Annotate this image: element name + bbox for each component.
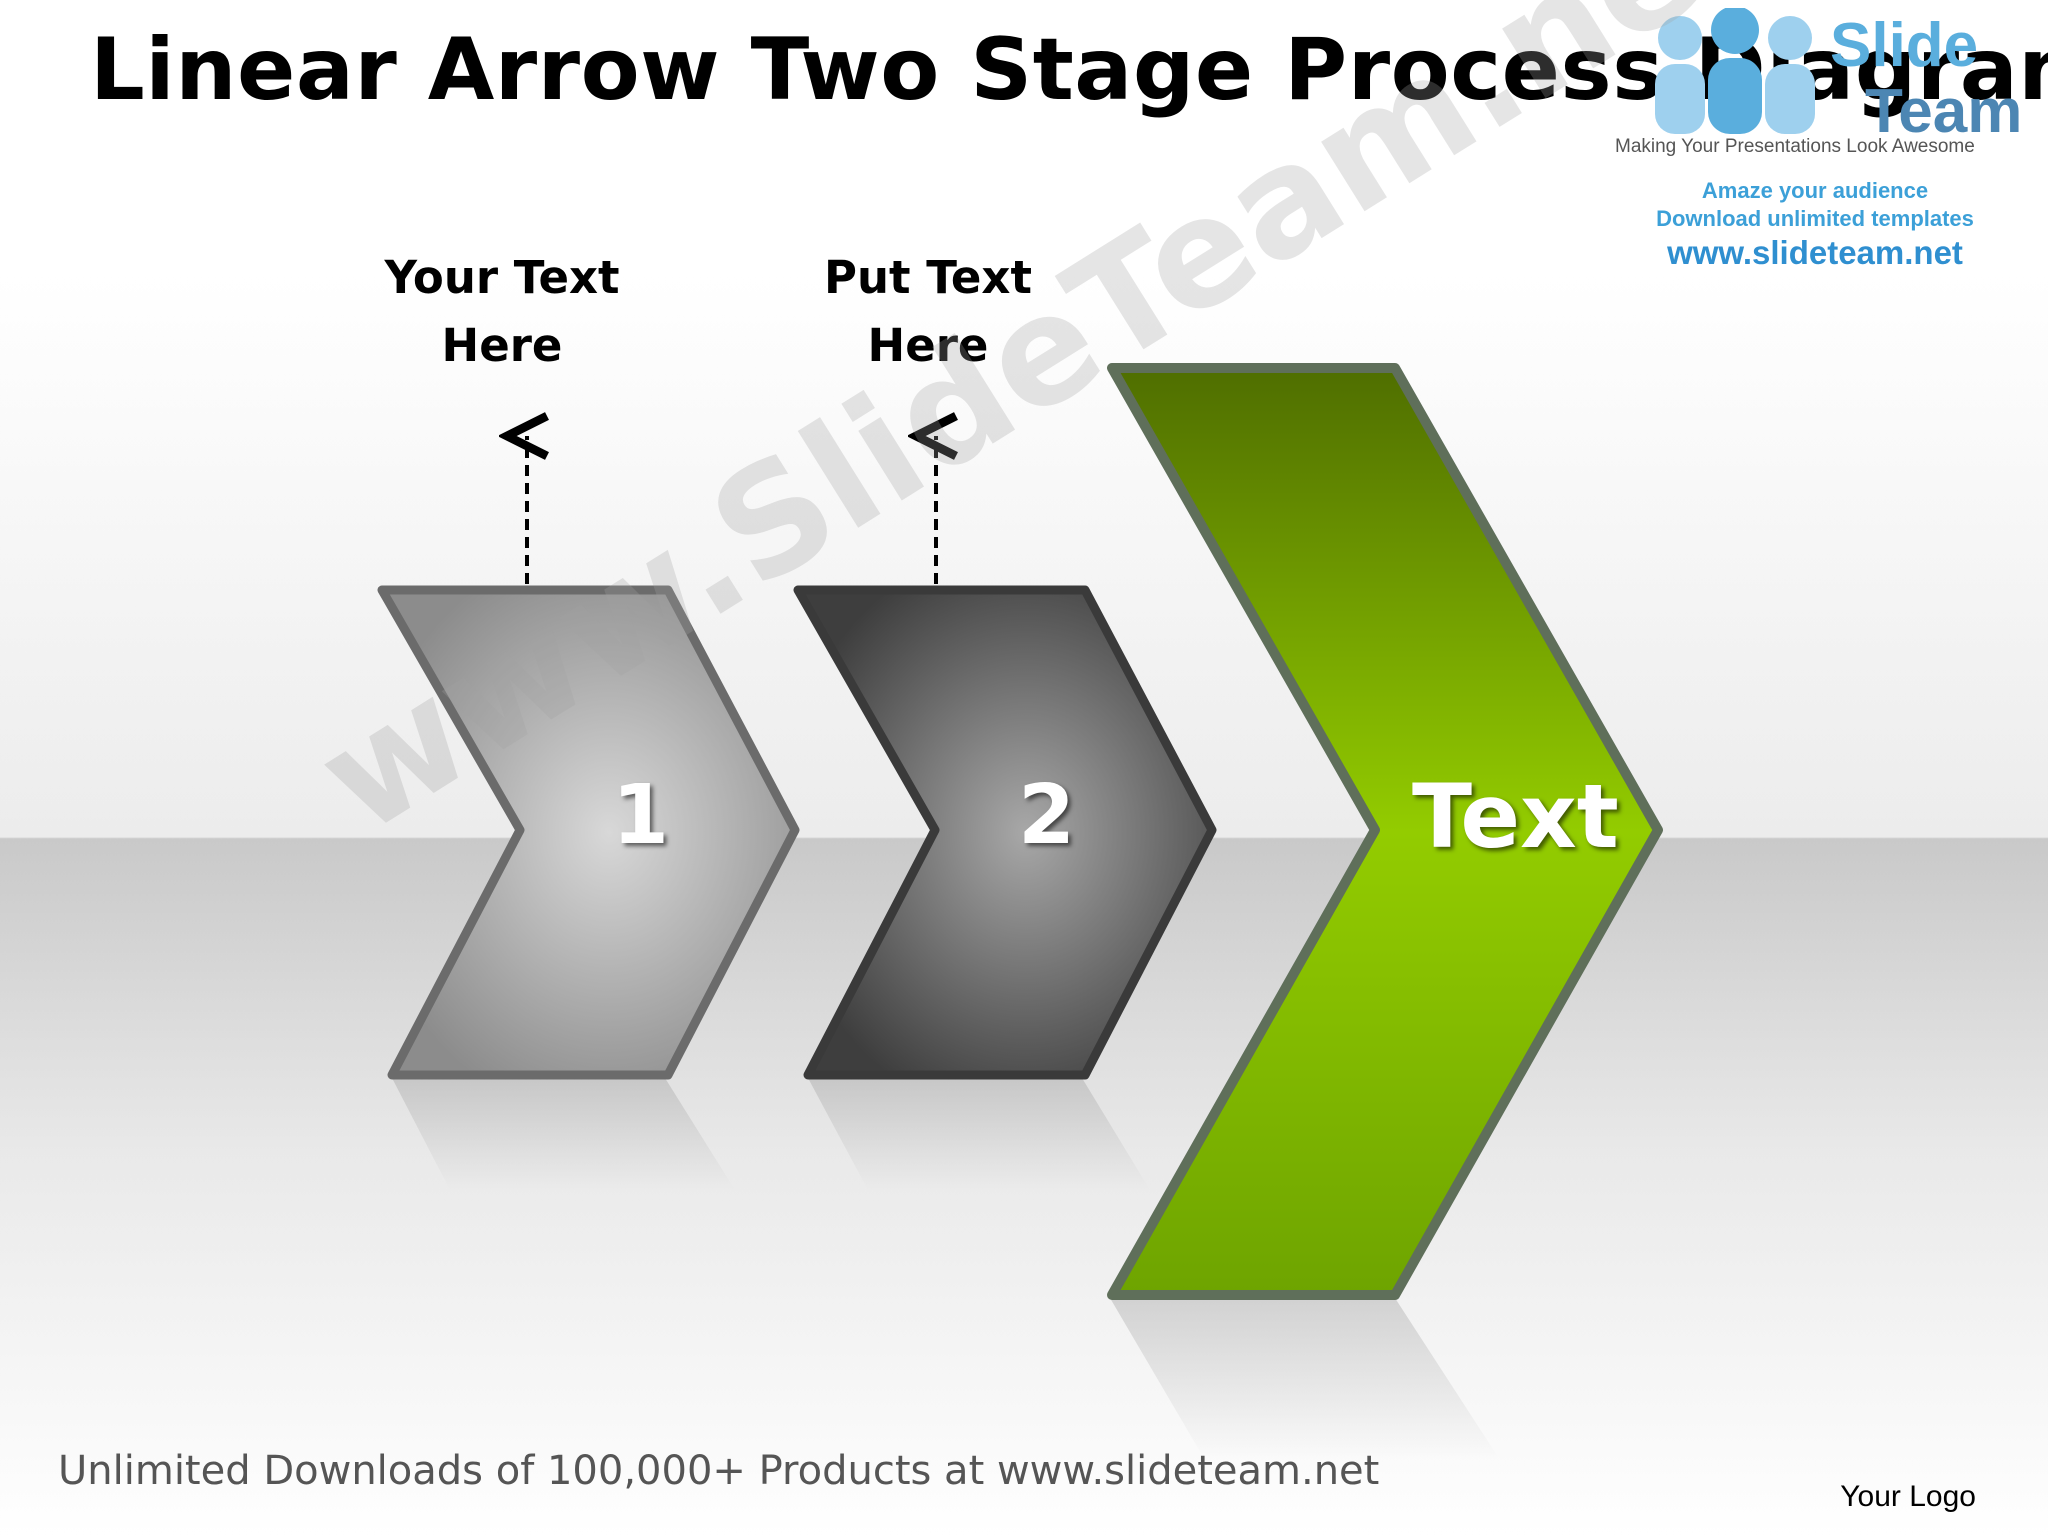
callout-stage-2[interactable]: Put Text Here bbox=[778, 244, 1078, 380]
brand-tagline: Making Your Presentations Look Awesome bbox=[1615, 136, 1975, 157]
stage-1-number: 1 bbox=[612, 768, 670, 863]
chevron-3-reflection bbox=[1110, 1298, 1500, 1460]
callout-2-line2: Here bbox=[867, 319, 989, 372]
chevron-stage-1 bbox=[377, 585, 800, 1080]
logo-placeholder: Your Logo bbox=[1840, 1480, 1976, 1513]
stage-2-number: 2 bbox=[1018, 768, 1076, 863]
chevron-stage-3 bbox=[1107, 363, 1663, 1300]
stage-3-label[interactable]: Text bbox=[1412, 765, 1619, 868]
chevron-1-reflection bbox=[392, 1078, 735, 1190]
chevron-2-reflection bbox=[808, 1078, 1150, 1190]
brand-word-slide: Slide bbox=[1830, 11, 1979, 80]
callout-1-line1: Your Text bbox=[384, 251, 620, 304]
footer-text: Unlimited Downloads of 100,000+ Products… bbox=[58, 1448, 1380, 1494]
brand-line-amaze: Amaze your audience bbox=[1701, 178, 1929, 203]
brand-line-download: Download unlimited templates bbox=[1656, 206, 1974, 231]
people-icon bbox=[1655, 8, 1815, 134]
chevron-stage-2 bbox=[793, 585, 1217, 1080]
brand-word-team: Team bbox=[1865, 77, 2023, 146]
callout-2-line1: Put Text bbox=[824, 251, 1032, 304]
brand-url[interactable]: www.slideteam.net bbox=[1667, 234, 1963, 271]
brand-logo: Slide Team Making Your Presentations Loo… bbox=[1610, 8, 2023, 271]
callout-stage-1[interactable]: Your Text Here bbox=[352, 244, 652, 380]
callout-1-line2: Here bbox=[441, 319, 563, 372]
